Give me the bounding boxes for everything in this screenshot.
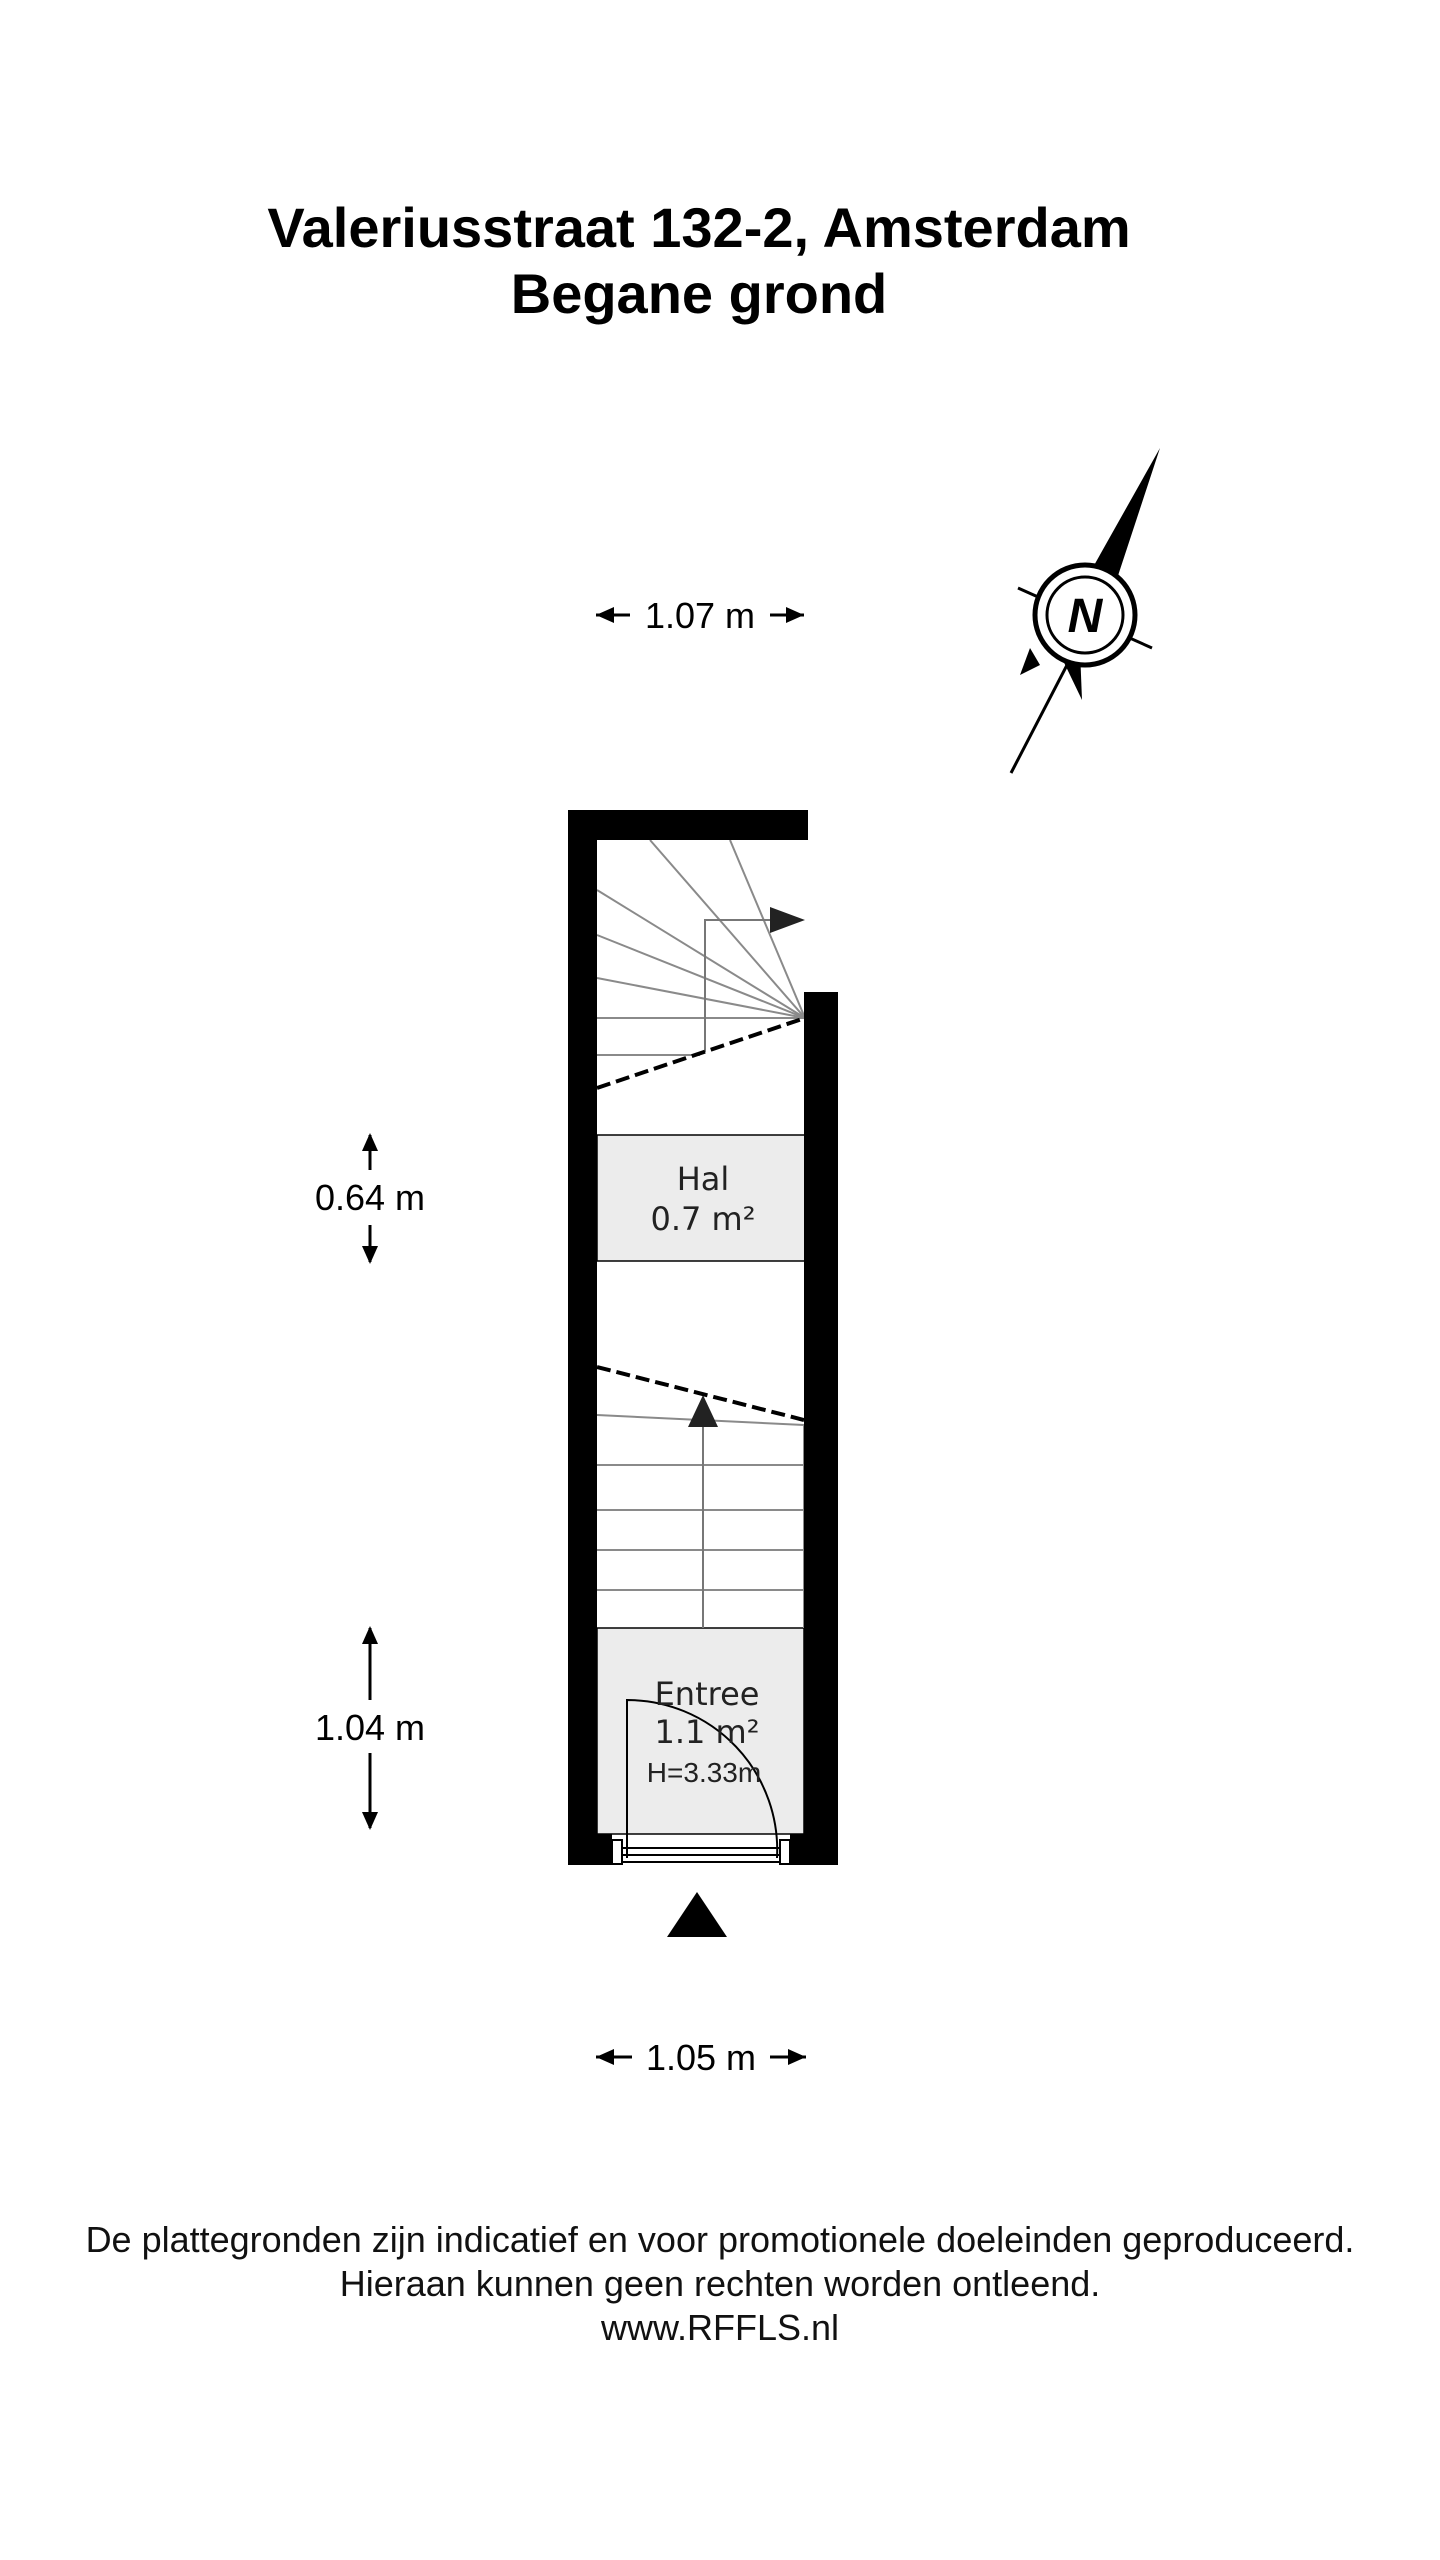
entrance-triangle-icon — [667, 1892, 727, 1937]
dimension-bottom-width-label: 1.05 m — [646, 2037, 756, 2078]
dimension-hal-height: 0.64 m — [315, 1133, 425, 1264]
disclaimer-line-1: De plattegronden zijn indicatief en voor… — [85, 2219, 1355, 2260]
dimension-entree-height-label: 1.04 m — [315, 1707, 425, 1748]
walls — [568, 810, 838, 1865]
lower-stair-cut-line — [596, 1365, 805, 1422]
hal-area: 0.7 m² — [650, 1200, 755, 1238]
dimension-hal-height-label: 0.64 m — [315, 1177, 425, 1218]
title-block: Valeriusstraat 132-2, Amsterdam Begane g… — [0, 195, 1398, 327]
compass-label: N — [1068, 590, 1104, 643]
dimension-bottom-width: 1.05 m — [596, 2037, 806, 2078]
north-arrow-icon: N — [1009, 448, 1160, 774]
hal-room — [596, 1134, 808, 1262]
website-link[interactable]: www.RFFLS.nl — [600, 2307, 840, 2348]
upper-stair-cut-line — [596, 1016, 806, 1090]
disclaimer-line-2: Hieraan kunnen geen rechten worden ontle… — [339, 2263, 1101, 2304]
address-title: Valeriusstraat 132-2, Amsterdam — [267, 196, 1131, 259]
floor-title: Begane grond — [510, 262, 888, 325]
upper-staircase — [596, 839, 806, 1056]
entrance-door — [611, 1698, 791, 1865]
dimension-entree-height: 1.04 m — [315, 1626, 425, 1830]
disclaimer-footer: De plattegronden zijn indicatief en voor… — [0, 2218, 1440, 2350]
dimension-top-width: 1.07 m — [596, 595, 804, 636]
entree-name: Entree — [655, 1675, 760, 1713]
lower-staircase — [596, 1414, 805, 1628]
stair-up-arrow-icon — [770, 907, 805, 933]
stair-up-arrow-icon-2 — [688, 1395, 718, 1427]
entree-area: 1.1 m² — [654, 1713, 759, 1751]
dimension-top-width-label: 1.07 m — [645, 595, 755, 636]
hal-name: Hal — [677, 1160, 730, 1198]
entree-height: H=3.33m — [647, 1757, 761, 1788]
